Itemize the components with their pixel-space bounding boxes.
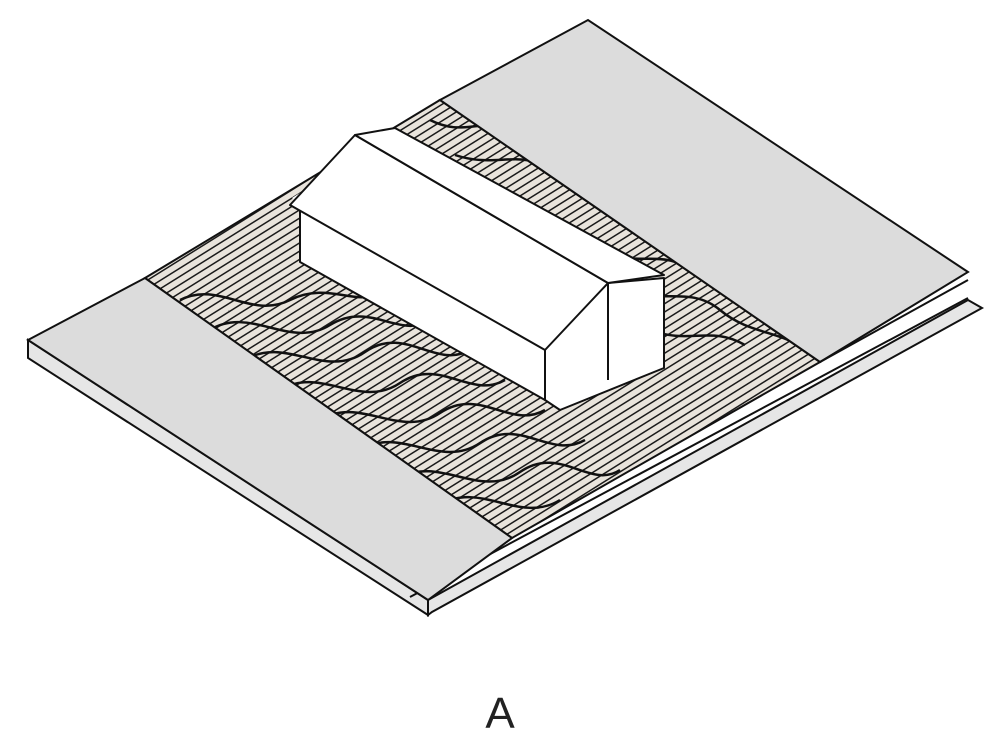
paved-zone-left [26, 276, 514, 602]
right-zone-edge [819, 279, 969, 363]
slab-step-edge [409, 297, 969, 598]
paved-zone-right [438, 18, 970, 364]
figure-caption: A [485, 689, 515, 738]
building [289, 127, 665, 411]
slab-right-face [427, 298, 985, 617]
building-roof-back [354, 127, 665, 284]
